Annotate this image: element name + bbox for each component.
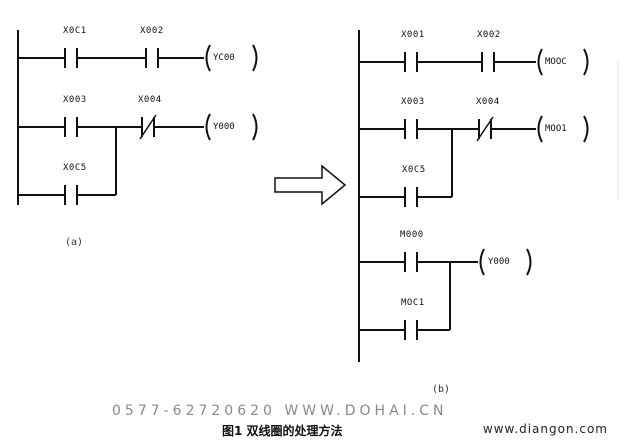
left-label-c4: X004 <box>138 95 162 105</box>
left-label-c3: X003 <box>63 95 87 105</box>
left-coil-label-k2: Y000 <box>213 122 235 132</box>
site-url: www.diangon.com <box>482 422 608 436</box>
phone-website-watermark: 0577-62720620 WWW.DOHAI.CN <box>112 403 448 419</box>
right-coil-label-k3: Y000 <box>488 257 510 267</box>
right-coil-label-k2: MOO1 <box>545 124 567 134</box>
right-label-c6: M000 <box>400 230 424 240</box>
right-subfigure-caption: (b) <box>432 384 451 395</box>
left-subfigure-caption: (a) <box>65 237 84 248</box>
transform-arrow <box>274 164 347 206</box>
right-label-c2: X002 <box>477 30 501 40</box>
left-coil-label-k1: YC00 <box>213 53 235 63</box>
left-coil-yc00 <box>205 44 211 72</box>
right-coil-label-k1: MOOC <box>545 57 567 67</box>
right-label-c3: X003 <box>401 97 425 107</box>
right-coil-moo1 <box>537 115 543 143</box>
figure-caption: 图1 双线圈的处理方法 <box>222 424 343 438</box>
left-label-c1: X0C1 <box>63 26 87 36</box>
right-coil-y000 <box>479 248 485 276</box>
right-label-c1: X001 <box>401 30 425 40</box>
right-label-c5: X0C5 <box>402 165 426 175</box>
left-coil-y000 <box>205 113 211 141</box>
right-label-c7: MOC1 <box>401 298 425 308</box>
left-label-c5: X0C5 <box>63 163 87 173</box>
left-label-c2: X002 <box>140 26 164 36</box>
right-label-c4: X004 <box>476 97 500 107</box>
right-coil-mooc <box>537 48 543 76</box>
